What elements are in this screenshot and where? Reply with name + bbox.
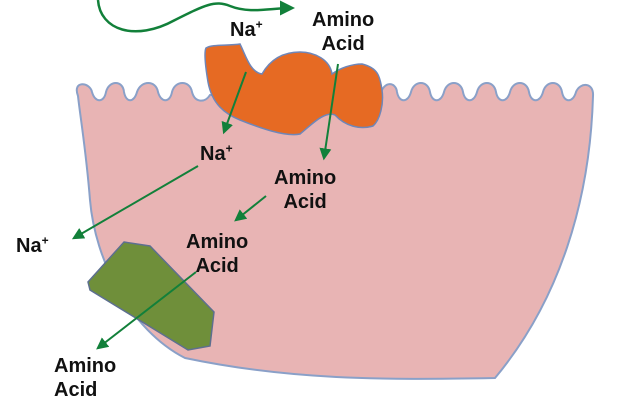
sodium-label-left-charge: + bbox=[42, 233, 49, 247]
sodium-label-top-base: Na bbox=[230, 19, 256, 41]
epithelial-cell bbox=[77, 83, 593, 379]
sodium-label-left-base: Na bbox=[16, 235, 42, 257]
sodium-label-top-charge: + bbox=[256, 17, 263, 31]
sodium-label-left: Na+ bbox=[16, 234, 49, 258]
amino-acid-label-mid-line2: Acid bbox=[274, 190, 336, 214]
amino-acid-label-mid: Amino Acid bbox=[274, 166, 336, 214]
amino-acid-label-bottom-line1: Amino bbox=[54, 354, 116, 378]
amino-acid-label-top-line2: Acid bbox=[312, 32, 374, 56]
sodium-label-mid-charge: + bbox=[226, 141, 233, 155]
amino-acid-label-center-line1: Amino bbox=[186, 230, 248, 254]
amino-acid-label-top-line1: Amino bbox=[312, 8, 374, 32]
amino-acid-label-mid-line1: Amino bbox=[274, 166, 336, 190]
top-wavy-arrow bbox=[98, 0, 292, 31]
amino-acid-label-center: Amino Acid bbox=[186, 230, 248, 278]
sodium-label-top: Na+ bbox=[230, 18, 263, 42]
amino-acid-label-bottom: Amino Acid bbox=[54, 354, 116, 402]
sodium-label-mid-base: Na bbox=[200, 143, 226, 165]
amino-acid-label-top: Amino Acid bbox=[312, 8, 374, 56]
sodium-label-mid: Na+ bbox=[200, 142, 233, 166]
amino-acid-label-center-line2: Acid bbox=[186, 254, 248, 278]
amino-acid-label-bottom-line2: Acid bbox=[54, 378, 116, 402]
